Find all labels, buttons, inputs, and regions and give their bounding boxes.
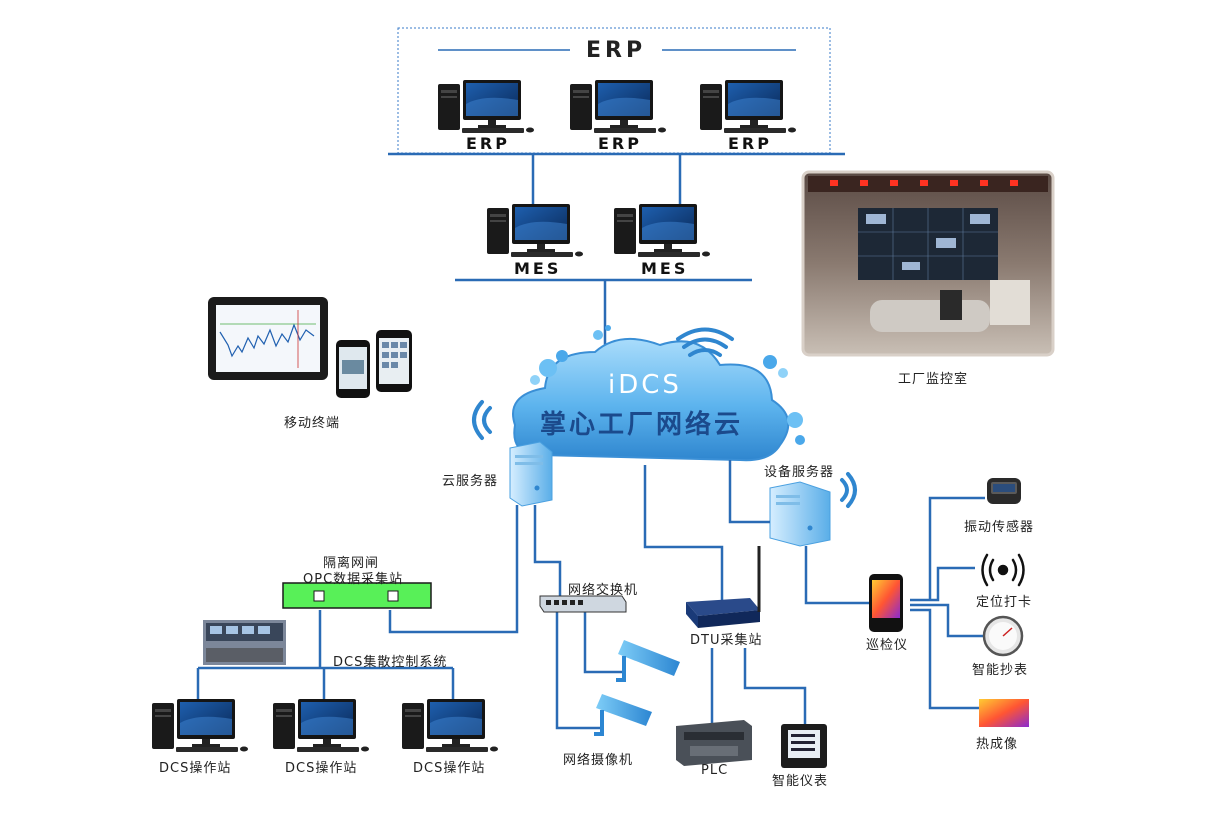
dtu-icon	[686, 546, 761, 628]
gauge-icon	[982, 615, 1024, 657]
vibration-sensor-icon	[987, 478, 1021, 504]
dtu-label: DTU采集站	[690, 633, 763, 648]
wifi-icon-cloud-server	[472, 400, 492, 440]
plc-label: PLC	[701, 763, 729, 778]
cloud-icon	[512, 325, 805, 462]
phone-icon-2	[376, 330, 412, 392]
camera-icon-2	[594, 694, 652, 736]
camera-label: 网络摄像机	[563, 753, 634, 768]
gateway-port-2	[387, 590, 399, 602]
inspector-label: 巡检仪	[866, 638, 909, 653]
meter-reading-label: 智能抄表	[972, 663, 1029, 678]
cloud-server-icon	[509, 441, 553, 507]
mes-station-label-2: MES	[641, 259, 689, 278]
phone-icon-1	[336, 340, 370, 398]
mobile-label: 移动终端	[284, 416, 341, 431]
smart-meter-icon	[781, 724, 827, 768]
erp-group-title: ERP	[586, 38, 647, 63]
camera-icon-1	[616, 640, 680, 682]
dcs-station-label-3: DCS操作站	[413, 761, 486, 776]
switch-icon	[539, 595, 627, 613]
mes-station-label-1: MES	[514, 259, 562, 278]
cloud-title: iDCS	[608, 370, 682, 400]
cloud-server-label: 云服务器	[442, 474, 499, 489]
dcs-station-label-1: DCS操作站	[159, 761, 232, 776]
erp-pc-icon-2	[570, 80, 666, 133]
inspector-icon	[869, 574, 903, 632]
erp-pc-icon-3	[700, 80, 796, 133]
gateway-port-1	[313, 590, 325, 602]
gateway-label: 隔离网闸	[323, 556, 380, 571]
gateway-device	[282, 582, 432, 609]
erp-pc-icon-1	[438, 80, 534, 133]
erp-station-label-1: ERP	[466, 134, 510, 153]
erp-station-label-2: ERP	[598, 134, 642, 153]
wifi-icon-cloud	[676, 327, 734, 357]
location-signal-icon	[981, 553, 1025, 587]
wifi-icon-device-server	[840, 472, 857, 508]
erp-station-label-3: ERP	[728, 134, 772, 153]
switch-label: 网络交换机	[568, 583, 639, 598]
thermal-image-icon	[979, 699, 1029, 727]
mes-pc-icon-1	[487, 204, 583, 257]
control-room-label: 工厂监控室	[898, 372, 969, 387]
vibration-sensor-label: 振动传感器	[964, 520, 1035, 535]
device-server-label: 设备服务器	[764, 465, 835, 480]
dcs-pc-icon-3	[402, 699, 498, 752]
thermal-label: 热成像	[976, 737, 1019, 752]
control-room-photo	[801, 170, 1055, 357]
connection-lines	[196, 460, 985, 730]
device-server-icon	[769, 481, 831, 547]
dcs-pc-icon-2	[273, 699, 369, 752]
dcs-station-label-2: DCS操作站	[285, 761, 358, 776]
positioning-label: 定位打卡	[976, 595, 1033, 610]
mes-pc-icon-2	[614, 204, 710, 257]
dcs-room-photo	[203, 620, 286, 665]
dcs-pc-icon-1	[152, 699, 248, 752]
opc-station-label: OPC数据采集站	[303, 572, 404, 587]
tablet-icon	[208, 297, 328, 380]
plc-icon	[676, 720, 752, 766]
dcs-system-label: DCS集散控制系统	[333, 655, 448, 670]
cloud-subtitle: 掌心工厂网络云	[540, 410, 744, 440]
smart-meter-label: 智能仪表	[772, 774, 829, 789]
